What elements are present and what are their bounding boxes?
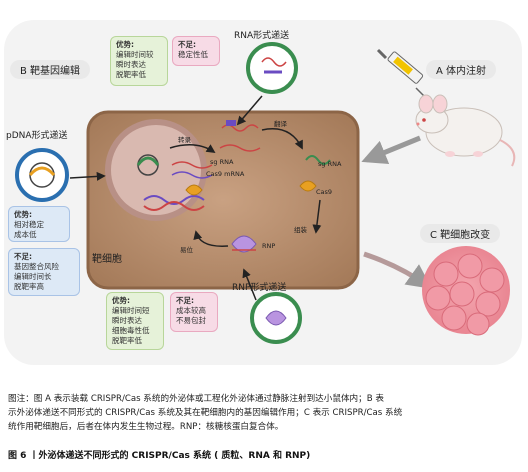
genome-dna	[143, 195, 205, 205]
tumor-cluster-illustration	[422, 246, 510, 336]
target-cell-label: 靶细胞	[92, 254, 122, 265]
caption-line-2: 示外泌体递送不同形式的 CRISPR/Cas 系统及其在靶细胞内的基因编辑作用；…	[8, 408, 403, 418]
pdna-delivery-label: pDNA形式递送	[6, 131, 68, 141]
pdna-advantages-note: 优势: 相对稳定 成本低	[8, 206, 70, 242]
sg-rna-label-left: sg RNA	[210, 158, 234, 166]
caption-line-3: 统作用靶细胞后，后者在体内发生生物过程。RNP：核糖核蛋白复合体。	[8, 422, 284, 432]
caption-line-1: 图注：图 A 表示装载 CRISPR/Cas 系统的外泌体或工程化外泌体通过静脉…	[8, 394, 384, 404]
arrow-assembly	[312, 199, 322, 234]
arrow-mouse-to-cell	[361, 135, 421, 165]
rnp-delivery-label: RNP形式递送	[232, 283, 287, 293]
sg-rna-label-right: sg RNA	[318, 160, 342, 168]
pdna-disadvantages-note: 不足: 基因整合风险 编辑时间长 脱靶率高	[8, 248, 80, 296]
rna-exosome	[246, 42, 298, 94]
syringe-icon	[376, 48, 429, 101]
transcription-label: 转录	[178, 136, 191, 144]
cas9-mrna-label: Cas9 mRNA	[206, 170, 245, 178]
rnp-label: RNP	[262, 242, 276, 250]
rnp-disadvantages-note: 不足: 成本较高 不易包封	[170, 292, 218, 332]
translation-label: 翻译	[274, 120, 287, 128]
pdna-exosome	[15, 148, 69, 202]
diagram-canvas: B 靶基因编辑 A 体内注射 C 靶细胞改变 RNA形式递送 pDNA形式递送 …	[4, 20, 522, 365]
figure-caption: 图注：图 A 表示装载 CRISPR/Cas 系统的外泌体或工程化外泌体通过静脉…	[8, 392, 522, 434]
cas9-protein	[299, 180, 317, 192]
rna-delivery-label: RNA形式递送	[234, 31, 290, 41]
section-c-label: C 靶细胞改变	[420, 224, 501, 243]
mouse-illustration	[415, 94, 516, 167]
assembly-label: 组装	[294, 226, 307, 234]
arrow-pdna-in	[69, 171, 106, 181]
section-a-label: A 体内注射	[426, 60, 497, 79]
arrow-rna-in	[236, 95, 263, 126]
arrow-translocation	[193, 230, 229, 247]
arrow-rnp-in	[242, 268, 257, 301]
rna-advantages-note: 优势: 编辑时间较 瞬时表达 脱靶率低	[110, 36, 168, 86]
rna-disadvantages-note: 不足: 稳定性低	[172, 36, 220, 66]
section-b-label: B 靶基因编辑	[10, 60, 91, 79]
arrow-transcription	[169, 144, 216, 153]
diagram-svg	[4, 20, 522, 365]
figure-title: 图 6 丨外泌体递送不同形式的 CRISPR/Cas 系统 ( 质粒、RNA 和…	[8, 451, 311, 461]
arrow-translation	[261, 128, 303, 150]
mrna-strand	[171, 161, 213, 169]
translocation-label: 易位	[180, 246, 193, 254]
rnp-advantages-note: 优势: 编辑时间短 瞬时表达 细胞毒性低 脱靶率低	[106, 292, 164, 350]
cas9-label: Cas9	[316, 188, 333, 196]
